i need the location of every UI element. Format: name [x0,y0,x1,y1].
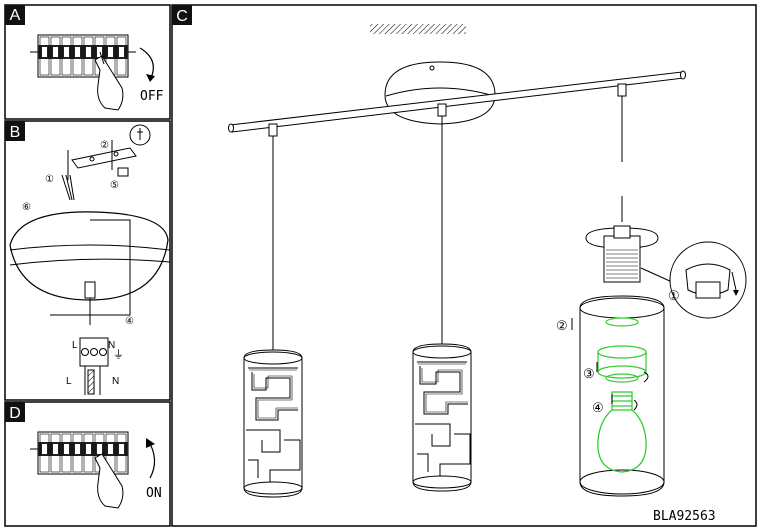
b-step-2: ② [100,140,109,151]
panel-c-letter: C [176,8,188,25]
panel-d-letter: D [9,405,21,422]
panel-b: B ① ② ⑤ ⑥ ⑤ ④ [4,120,171,401]
breaker-switch [61,36,72,76]
panel-a-letter-box [5,5,25,25]
panel-a-letter: A [10,7,21,24]
panel-c: C [171,4,757,527]
c-step-3: ③ [583,367,595,382]
breaker-switch [61,433,72,473]
breaker-switch [39,433,50,473]
panel-b-letter: B [10,124,21,141]
panel-b-letter-box [5,121,25,141]
canopy [9,211,171,325]
terminal-screw [90,348,98,356]
b-step-6: ⑥ [22,202,31,213]
breaker-switch [83,36,94,76]
green-ring-parts [597,317,647,383]
terminal-label-l: L [72,340,78,351]
hand-icon-d [94,453,124,509]
terminal-screw [99,348,107,356]
panel-d: D ON [4,401,171,527]
breaker-switch [39,36,50,76]
b-step-5a: ⑤ [110,180,119,191]
c-step-4: ④ [592,401,604,416]
state-on-label: ON [146,486,162,501]
breaker-switch [116,36,127,76]
magnifier-icon-c: ① [668,241,747,319]
breaker-box-on [30,431,129,475]
wire-label-n: N [112,376,119,387]
earth-icon: ⏚ [113,348,124,361]
c-arrows [571,318,649,411]
panel-c-letter-box [172,5,192,25]
hand-icon-a [94,55,124,111]
magnifier-icon-b [129,124,151,146]
b-step-4: ④ [125,316,134,327]
c-step-2: ② [556,319,568,334]
breaker-switch [50,36,61,76]
breaker-switch [72,36,83,76]
wire-label-l: L [66,376,72,387]
panel-d-letter-box [5,402,25,422]
terminal-screw [81,348,89,356]
ceiling-hatch [370,24,466,34]
breaker-switch [116,433,127,473]
state-off-label: OFF [140,89,164,104]
terminal-block: L N ⏚ L N [66,337,124,395]
mounting-bracket [61,140,137,201]
breaker-switch [83,433,94,473]
terminal-label-n: N [108,340,115,351]
c-step-1: ① [668,289,680,304]
breaker-box-off [30,34,136,78]
pendant-shade-middle [412,343,472,492]
pendant-cords [268,83,627,350]
rail-bar [228,70,686,133]
b-step-1: ① [45,174,54,185]
pendant-shade-left [243,349,303,498]
model-code: BLA92563 [653,509,716,524]
lamp-socket [585,225,673,283]
breaker-switch [72,433,83,473]
panel-a: A OFF [4,4,171,120]
breaker-switch [50,433,61,473]
